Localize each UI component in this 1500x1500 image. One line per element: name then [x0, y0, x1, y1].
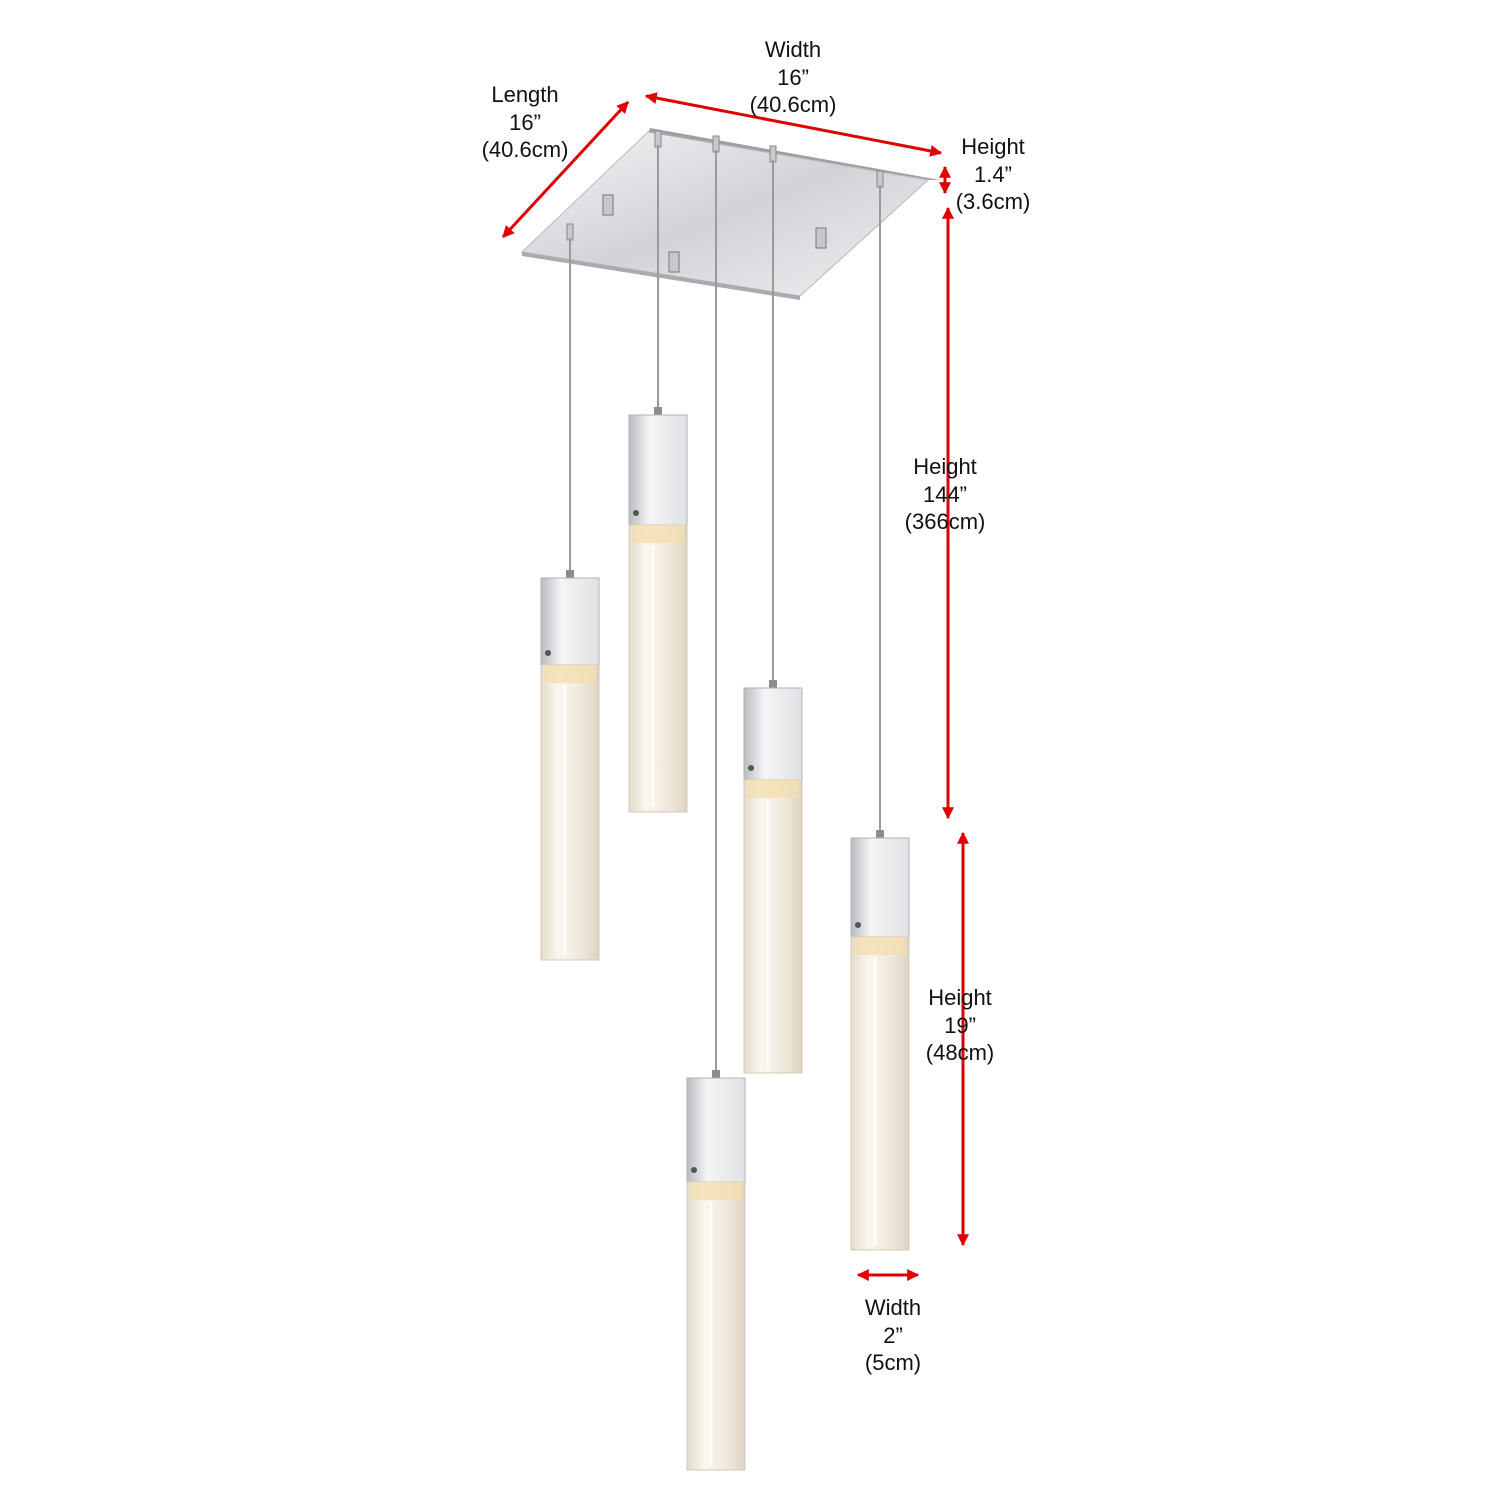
- dimension-metric: (48cm): [925, 1040, 995, 1065]
- dimension-metric: (40.6cm): [749, 92, 837, 117]
- dimension-imperial: 16”: [509, 109, 541, 135]
- pendant-4: [743, 145, 803, 1074]
- dimension-imperial: 16”: [777, 64, 809, 90]
- led-glow: [854, 937, 906, 955]
- set-screw: [545, 650, 551, 656]
- dimension-arrows: [501, 92, 969, 1281]
- set-screw: [691, 1167, 697, 1173]
- pendant-height-label: Height 19” (48cm): [860, 984, 1060, 1067]
- cable-cap: [769, 680, 777, 690]
- canopy-screw: [815, 227, 827, 249]
- overall-height-label: Height 144” (366cm): [845, 453, 1045, 536]
- dimension-metric: (5cm): [864, 1350, 922, 1375]
- led-glow: [544, 665, 596, 683]
- dimension-imperial: 144”: [922, 481, 968, 507]
- dimension-imperial: 2”: [883, 1322, 903, 1348]
- pendant-width-label: Width 2” (5cm): [793, 1294, 993, 1377]
- canopy-length-label: Length 16” (40.6cm): [425, 81, 625, 164]
- cable-cap: [712, 1070, 720, 1080]
- chrome-head: [850, 837, 910, 938]
- dimension-name: Height: [928, 985, 992, 1010]
- cable-gripper: [876, 170, 884, 188]
- pendant-3: [686, 135, 746, 1471]
- pendant-1: [540, 223, 600, 961]
- dimension-name: Width: [764, 37, 822, 62]
- cable-gripper: [566, 223, 574, 241]
- set-screw: [855, 922, 861, 928]
- canopy-screw: [668, 251, 680, 273]
- dimension-name: Width: [864, 1295, 922, 1320]
- set-screw: [633, 510, 639, 516]
- canopy-screw: [602, 194, 614, 216]
- dimension-imperial: 19”: [944, 1012, 976, 1038]
- crystal-glass: [540, 664, 600, 961]
- chrome-head: [686, 1077, 746, 1183]
- chrome-head: [628, 414, 688, 526]
- crystal-glass: [686, 1181, 746, 1471]
- length-arrow: [501, 100, 630, 239]
- crystal-glass: [628, 524, 688, 813]
- canopy-width-label: Width 16” (40.6cm): [693, 36, 893, 119]
- cable-cap: [654, 407, 662, 417]
- cable-gripper: [769, 145, 777, 163]
- dimension-metric: (366cm): [904, 509, 986, 534]
- dimension-name: Height: [913, 454, 977, 479]
- pendant-5: [850, 170, 910, 1251]
- pendant-2: [628, 130, 688, 813]
- crystal-glass: [743, 779, 803, 1074]
- cable-gripper: [712, 135, 720, 153]
- dimension-imperial: 1.4”: [974, 161, 1012, 187]
- led-glow: [690, 1182, 742, 1200]
- led-glow: [747, 780, 799, 798]
- cable-cap: [566, 570, 574, 580]
- cable-gripper: [654, 130, 662, 148]
- dimension-name: Length: [491, 82, 559, 107]
- dimension-metric: (3.6cm): [955, 189, 1031, 214]
- dimension-name: Height: [961, 134, 1025, 159]
- canopy-height-label: Height 1.4” (3.6cm): [893, 133, 1093, 216]
- chrome-head: [743, 687, 803, 781]
- crystal-glass: [850, 936, 910, 1251]
- dimension-metric: (40.6cm): [481, 137, 569, 162]
- set-screw: [748, 765, 754, 771]
- led-glow: [632, 525, 684, 543]
- cable-cap: [876, 830, 884, 840]
- width-arrow: [644, 92, 943, 157]
